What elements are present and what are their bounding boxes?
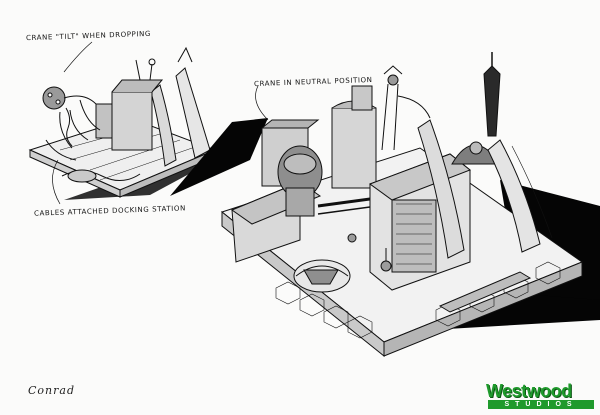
logo-subtitle: STUDIOS bbox=[488, 400, 594, 409]
annotation-leaders bbox=[52, 41, 269, 205]
westwood-studios-logo: Westwood STUDIOS bbox=[486, 381, 598, 411]
artist-signature: Conrad bbox=[28, 384, 75, 397]
small-building-sketch bbox=[28, 46, 217, 200]
logo-wordmark: Westwood bbox=[486, 381, 572, 401]
large-building-sketch bbox=[170, 52, 600, 358]
